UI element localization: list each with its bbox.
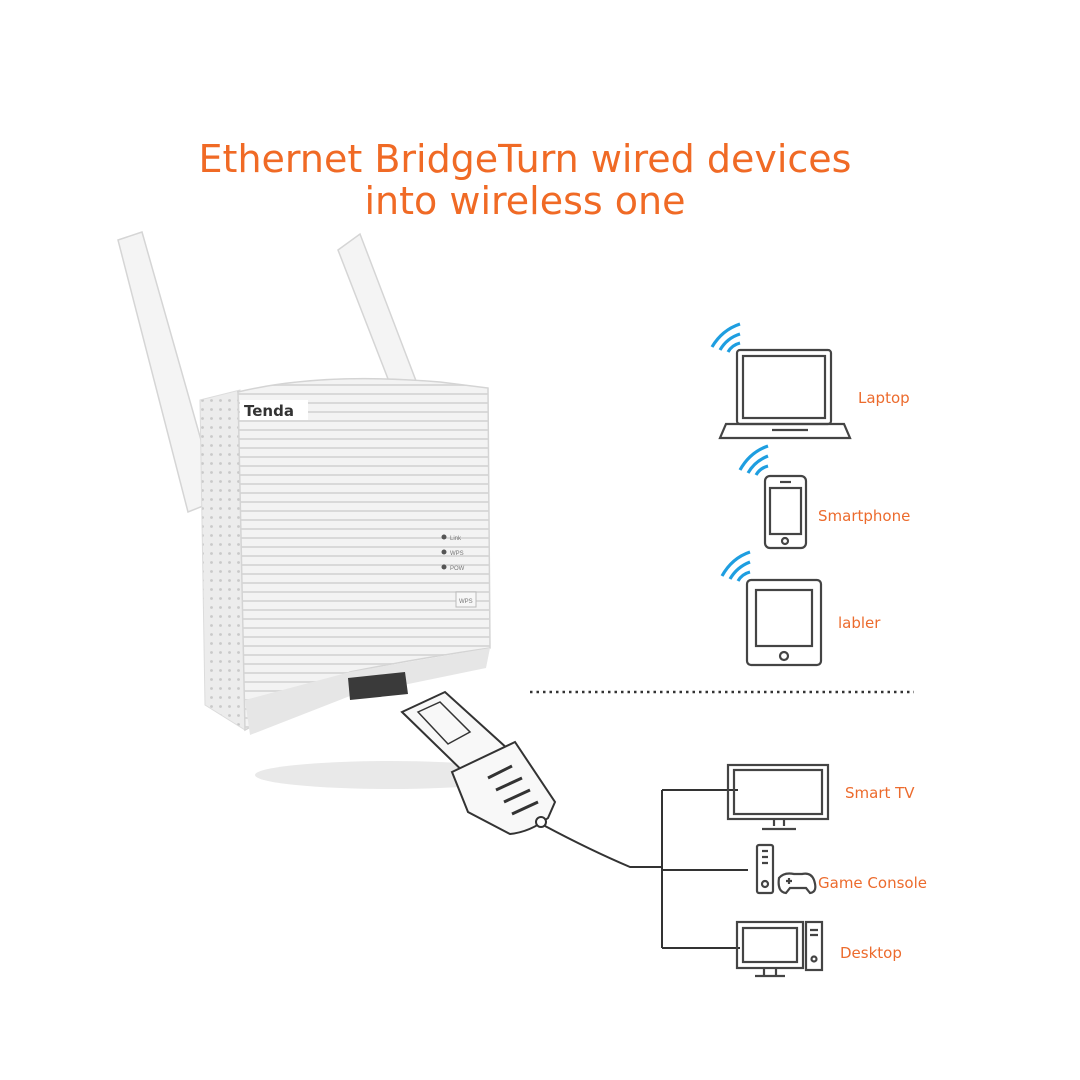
tenda-logo: Tenda [244,402,294,420]
wifi-extender-device: Tenda Link WPS POW WPS [117,231,525,789]
label-desktop: Desktop [840,944,902,962]
svg-text:WPS: WPS [459,599,473,605]
wifi-signal-icon [720,550,751,577]
led-link [441,534,447,540]
game-console-icon [755,843,817,895]
svg-text:WPS: WPS [450,551,464,557]
smartphone-icon [738,444,808,550]
ethernet-plug [400,690,557,836]
label-tablet: labler [838,614,881,632]
diagram-title-line-1: Ethernet BridgeTurn wired devices [198,137,852,181]
tv-icon [726,763,830,831]
label-smartphone: Smartphone [818,507,911,525]
label-laptop: Laptop [858,389,910,407]
wifi-signal-icon [738,444,769,471]
label-smart-tv: Smart TV [845,784,915,802]
laptop-icon [710,322,852,440]
wps-button [455,591,477,608]
svg-text:Link: Link [450,536,462,542]
device-front-vents [237,377,491,732]
label-game-console: Game Console [818,874,927,892]
ethernet-port [348,672,408,700]
tablet-icon [720,550,823,667]
led-wps [441,549,447,555]
ethernet-cable [544,789,748,949]
desktop-icon [735,920,824,978]
wifi-signal-icon [710,322,741,348]
svg-text:POW: POW [450,566,465,572]
device-side-vents [199,389,246,731]
led-power [441,564,447,570]
diagram-title-line-2: into wireless one [364,179,686,223]
